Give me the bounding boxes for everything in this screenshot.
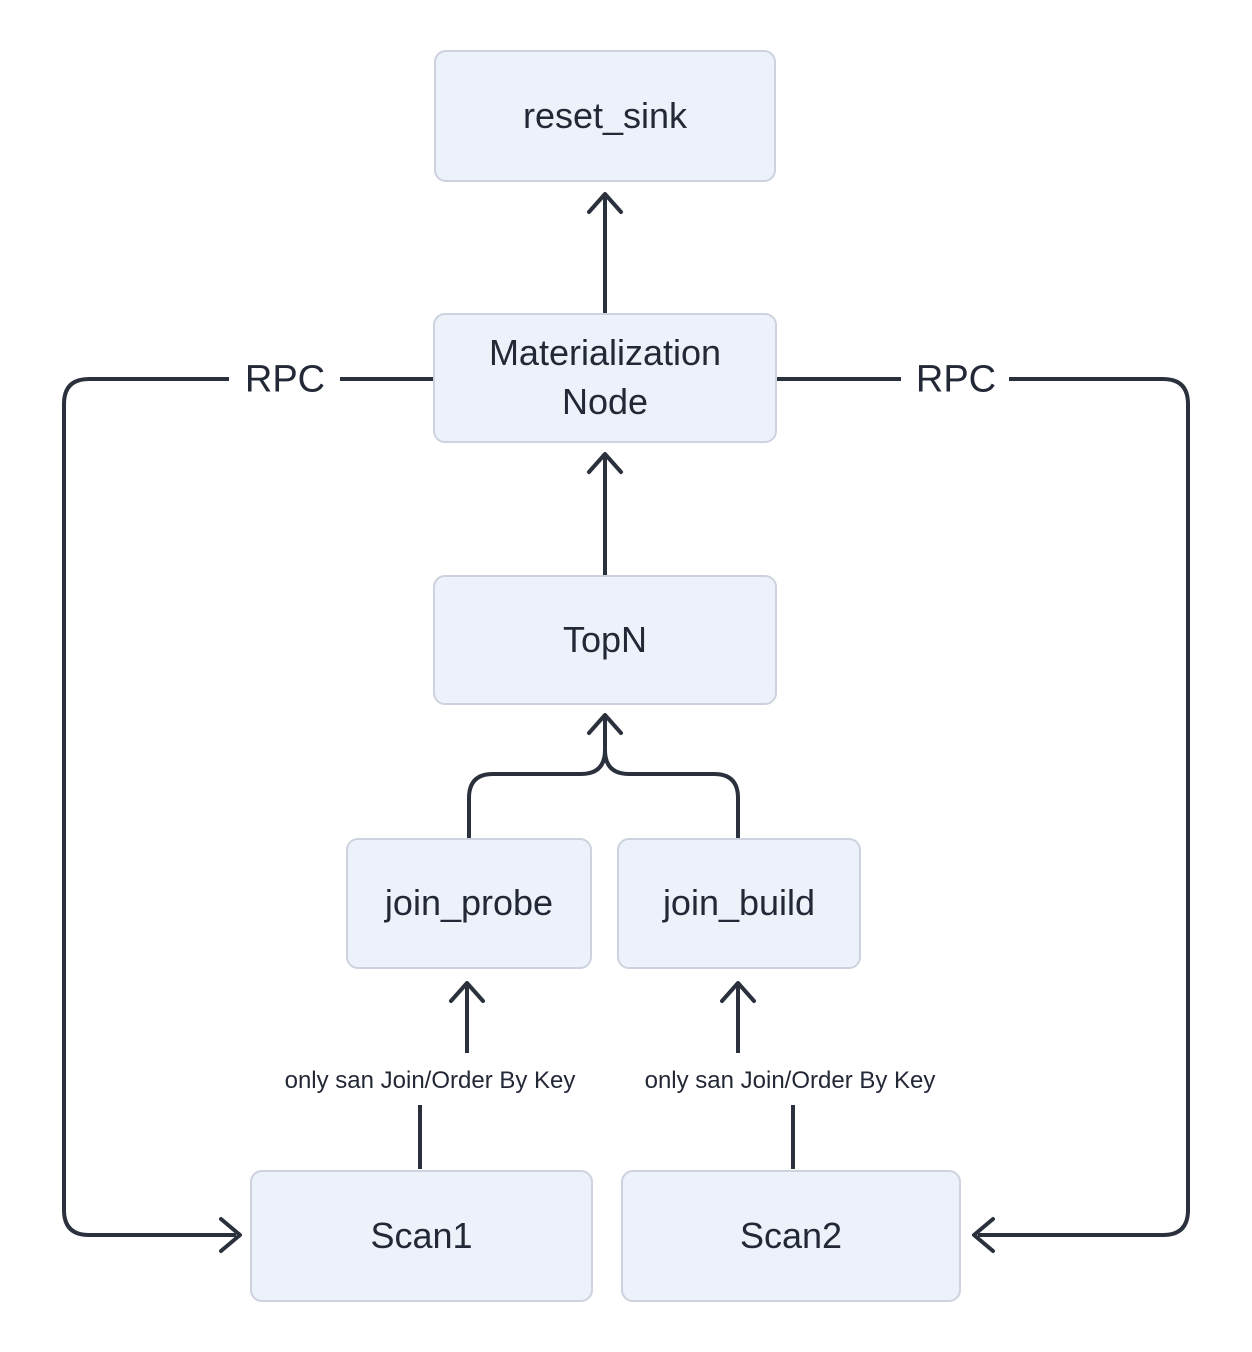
edge-joinprobe-branch <box>467 749 607 838</box>
node-reset-sink-label: reset_sink <box>522 94 688 136</box>
node-join-build: join_build <box>617 838 861 969</box>
arrowhead-resetsink <box>587 192 623 214</box>
edge-rpc-left-loop <box>62 377 236 1237</box>
node-scan2: Scan2 <box>621 1170 961 1302</box>
arrowhead-joinbuild <box>720 981 756 1003</box>
scan1-edge-annotation: only san Join/Order By Key <box>284 1067 576 1094</box>
node-topn-label: TopN <box>562 618 648 660</box>
arrowhead-joinprobe <box>449 981 485 1003</box>
node-join-probe-label: join_probe <box>384 882 554 924</box>
node-topn: TopN <box>433 575 777 705</box>
arrowhead-matnode <box>587 452 623 474</box>
edge-joinbuild-branch <box>603 749 740 838</box>
rpc-label-left: RPC <box>244 358 326 401</box>
node-scan2-label: Scan2 <box>739 1214 843 1256</box>
scan2-edge-annotation: only san Join/Order By Key <box>644 1067 936 1094</box>
arrowhead-topn <box>587 713 623 735</box>
edge-rpc-right-loop <box>978 377 1190 1237</box>
arrowhead-scan2 <box>972 1217 995 1253</box>
node-scan1: Scan1 <box>250 1170 593 1302</box>
node-reset-sink: reset_sink <box>434 50 776 182</box>
node-materialization-node-label: Materialization Node <box>488 332 722 422</box>
node-scan1-label: Scan1 <box>370 1214 473 1256</box>
node-join-probe: join_probe <box>346 838 592 969</box>
node-join-build-label: join_build <box>662 882 816 924</box>
arrowhead-scan1 <box>219 1217 242 1253</box>
rpc-label-right: RPC <box>915 358 997 401</box>
node-materialization-node: Materialization Node <box>433 313 777 443</box>
